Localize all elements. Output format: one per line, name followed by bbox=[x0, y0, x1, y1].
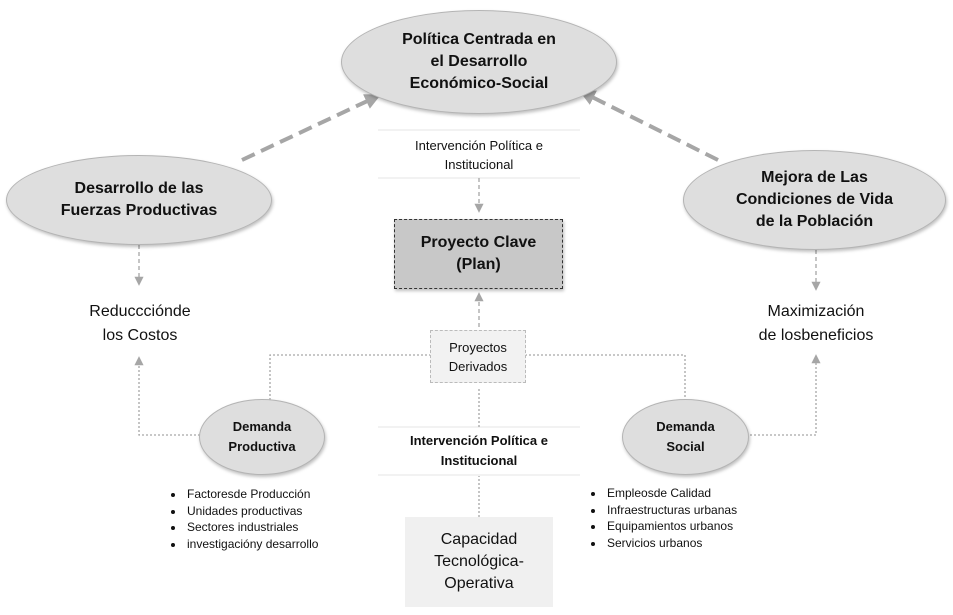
list-item: Factoresde Producción bbox=[185, 486, 415, 503]
label-political-intervention-bottom: Intervención Política e Institucional bbox=[410, 433, 548, 468]
label-cost-reduction: Reduccciónde los Costos bbox=[89, 303, 191, 344]
node-technological-capacity: Capacidad Tecnológica- Operativa bbox=[405, 517, 553, 607]
label-benefit-maximization: Maximización de losbeneficios bbox=[758, 303, 874, 344]
node-social-demand: Demanda Social bbox=[622, 399, 749, 475]
node-economic-social-policy: Política Centrada en el Desarrollo Econó… bbox=[341, 10, 617, 114]
arrow-social-to-benefit bbox=[750, 354, 821, 436]
node-living-conditions: Mejora de Las Condiciones de Vida de la … bbox=[683, 150, 946, 250]
list-item: Unidades productivas bbox=[185, 503, 415, 520]
node-productive-demand: Demanda Productiva bbox=[199, 399, 325, 475]
node-derived-projects: Proyectos Derivados bbox=[430, 330, 526, 383]
node-productive-forces: Desarrollo de las Fuerzas Productivas bbox=[6, 155, 272, 245]
arrow-productive-to-cost bbox=[134, 356, 200, 436]
list-productive-factors: Factoresde Producción Unidades productiv… bbox=[155, 486, 415, 553]
node-key-project: Proyecto Clave (Plan) bbox=[394, 219, 563, 289]
list-social-factors: Empleosde Calidad Infraestructuras urban… bbox=[575, 485, 835, 552]
list-item: Servicios urbanos bbox=[605, 535, 835, 552]
label-political-intervention-top: Intervención Política e Institucional bbox=[415, 138, 543, 172]
arrow-left-to-top bbox=[241, 94, 381, 162]
list-item: Empleosde Calidad bbox=[605, 485, 835, 502]
list-item: Sectores industriales bbox=[185, 519, 415, 536]
list-item: Infraestructuras urbanas bbox=[605, 502, 835, 519]
list-item: Equipamientos urbanos bbox=[605, 518, 835, 535]
arrow-right-to-top bbox=[579, 90, 719, 162]
list-item: investigacióny desarrollo bbox=[185, 536, 415, 553]
